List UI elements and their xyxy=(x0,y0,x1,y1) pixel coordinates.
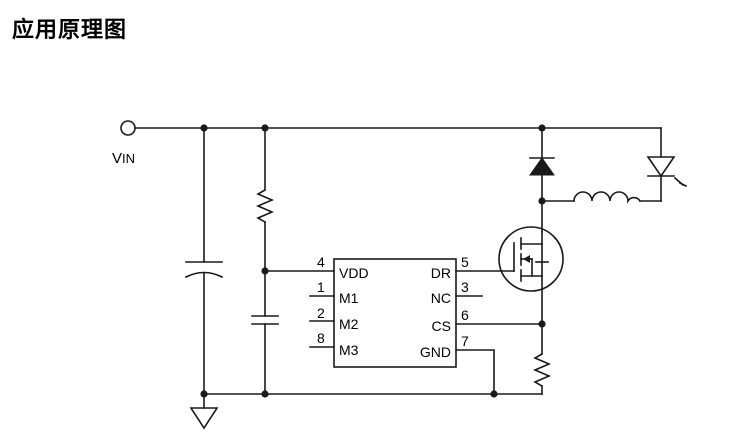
inductor-icon xyxy=(541,191,662,204)
pin-name: DR xyxy=(431,265,451,281)
page-title: 应用原理图 xyxy=(12,18,128,43)
vdd-resistor-icon xyxy=(255,127,275,317)
ic-body xyxy=(333,258,457,368)
ground-icon xyxy=(189,393,219,430)
gnd-wire xyxy=(455,349,495,395)
vdd-capacitor-icon xyxy=(251,315,279,395)
pin-name: VDD xyxy=(339,265,369,281)
junction-dots xyxy=(200,124,546,398)
vin-label: VIN xyxy=(112,150,135,167)
pin-number: 3 xyxy=(461,279,469,295)
pin-number: 4 xyxy=(317,254,325,270)
pin-name: M3 xyxy=(339,342,359,358)
pin-number: 1 xyxy=(317,279,325,295)
pin-name: CS xyxy=(432,318,451,334)
pin-number: 7 xyxy=(461,333,469,349)
pin-name: M2 xyxy=(339,316,359,332)
pin-number: 6 xyxy=(461,307,469,323)
pin-name: M1 xyxy=(339,290,359,306)
led-icon xyxy=(646,127,688,202)
mosfet-icon xyxy=(498,226,564,325)
diode-icon xyxy=(529,127,555,233)
pin-name: NC xyxy=(431,290,451,306)
sense-resistor-icon xyxy=(532,323,552,395)
pin-name: GND xyxy=(420,344,451,360)
pin-number: 8 xyxy=(317,330,325,346)
pin-number: 2 xyxy=(317,305,325,321)
vin-terminal-icon xyxy=(120,120,136,136)
bulk-capacitor-icon xyxy=(184,127,224,395)
pin-number: 5 xyxy=(461,254,469,270)
